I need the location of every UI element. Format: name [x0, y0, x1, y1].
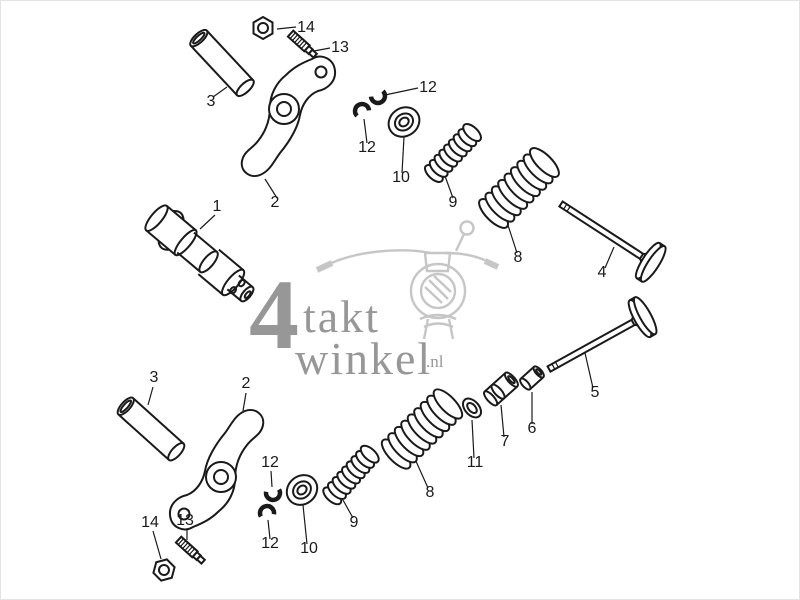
part-valve-intake — [548, 185, 671, 286]
part-valve-keepers-bottom — [259, 489, 281, 516]
part-spring-seat-washer — [461, 397, 483, 419]
callout-12-bottom-upper: 12 — [261, 454, 279, 471]
callout-12-bottom-lower: 12 — [261, 535, 279, 552]
callout-8-bottom: 8 — [426, 484, 435, 501]
part-valve-spring-inner-bottom — [319, 441, 383, 509]
part-spring-retainer-bottom — [279, 467, 325, 513]
watermark-numeral: 4 — [249, 259, 299, 370]
part-valve-guide — [483, 371, 519, 407]
callout-8-top: 8 — [514, 249, 523, 266]
part-adjuster-nut-bottom — [150, 555, 178, 585]
part-valve-keepers-top — [353, 91, 388, 116]
part-spring-retainer-top — [381, 100, 427, 144]
callout-2-top: 2 — [271, 194, 280, 211]
watermark-word-takt: takt — [303, 291, 380, 342]
part-rocker-arm-top — [242, 57, 335, 176]
callout-labels: 14 13 3 2 12 12 10 9 8 4 1 3 2 14 13 12 … — [141, 19, 606, 557]
callout-13-bottom: 13 — [176, 512, 194, 529]
callout-2-bottom: 2 — [242, 375, 251, 392]
callout-7: 7 — [501, 433, 510, 450]
part-valve-spring-outer-top — [473, 142, 565, 234]
callout-12-top-right: 12 — [419, 79, 437, 96]
part-rocker-shaft-top — [186, 26, 258, 100]
part-rocker-shaft-bottom — [114, 394, 188, 464]
callout-9-bottom: 9 — [350, 514, 359, 531]
watermark-word-winkel: winkel — [295, 333, 432, 384]
callout-14-bottom: 14 — [141, 514, 159, 531]
callout-12-top-left: 12 — [358, 139, 376, 156]
callout-10-top: 10 — [392, 169, 410, 186]
part-adjuster-nut-top — [252, 16, 274, 40]
part-valve-stem-seal — [519, 365, 545, 391]
part-adjuster-screw-bottom — [174, 535, 207, 566]
watermark-domain-suffix: .nl — [426, 352, 444, 371]
part-valve-spring-inner-top — [421, 119, 485, 187]
callout-14-top: 14 — [297, 19, 315, 36]
callout-5: 5 — [591, 384, 600, 401]
part-valve-exhaust — [537, 293, 662, 389]
callout-13-top: 13 — [331, 39, 349, 56]
callout-4: 4 — [598, 264, 607, 281]
callout-9-top: 9 — [449, 194, 458, 211]
callout-3-top: 3 — [207, 93, 216, 110]
callout-11: 11 — [467, 454, 484, 471]
callout-10-bottom: 10 — [300, 540, 318, 557]
part-valve-spring-outer-bottom — [376, 384, 468, 474]
watermark-moped-art — [315, 220, 500, 340]
callout-3-bottom: 3 — [150, 369, 159, 386]
callout-6: 6 — [528, 420, 537, 437]
callout-1: 1 — [213, 198, 222, 215]
part-camshaft — [142, 202, 260, 309]
